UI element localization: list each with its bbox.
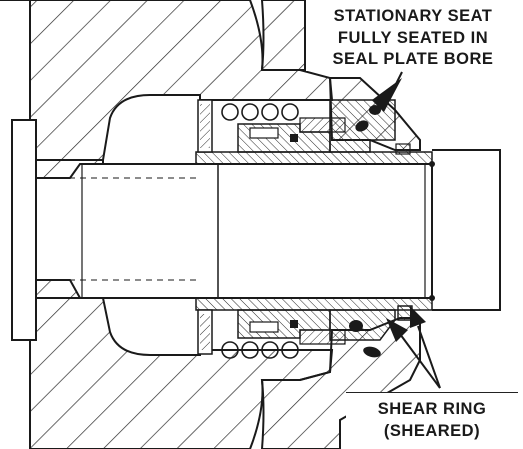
shaft-sleeve-lower (195, 297, 433, 311)
housing-lower (29, 297, 334, 449)
callout-stationary-seat-line-1: STATIONARY SEAT (333, 7, 493, 25)
shaft-right-end (429, 149, 501, 311)
shear-ring (397, 305, 413, 321)
callout-shear-ring-line-2: (SHEARED) (383, 421, 481, 440)
spring-upper (221, 103, 299, 121)
callout-shear-ring-line-1: SHEAR RING (377, 400, 487, 418)
arrow-stationary-seat (372, 71, 403, 112)
spring-lower (221, 341, 299, 359)
callout-shear-ring: SHEAR RING (SHEARED) (346, 392, 518, 442)
arrows-shear-ring (386, 306, 441, 389)
seal-assembly-upper (197, 99, 411, 155)
callout-stationary-seat-line-3: SEAL PLATE BORE (332, 50, 494, 68)
callout-stationary-seat-line-2: FULLY SEATED IN (337, 28, 489, 47)
seal-assembly-lower (197, 305, 413, 359)
shaft (35, 163, 433, 299)
callout-stationary-seat: STATIONARY SEAT FULLY SEATED IN SEAL PLA… (306, 4, 520, 71)
seal-plate-lower (260, 317, 421, 449)
housing-upper (0, 0, 334, 161)
